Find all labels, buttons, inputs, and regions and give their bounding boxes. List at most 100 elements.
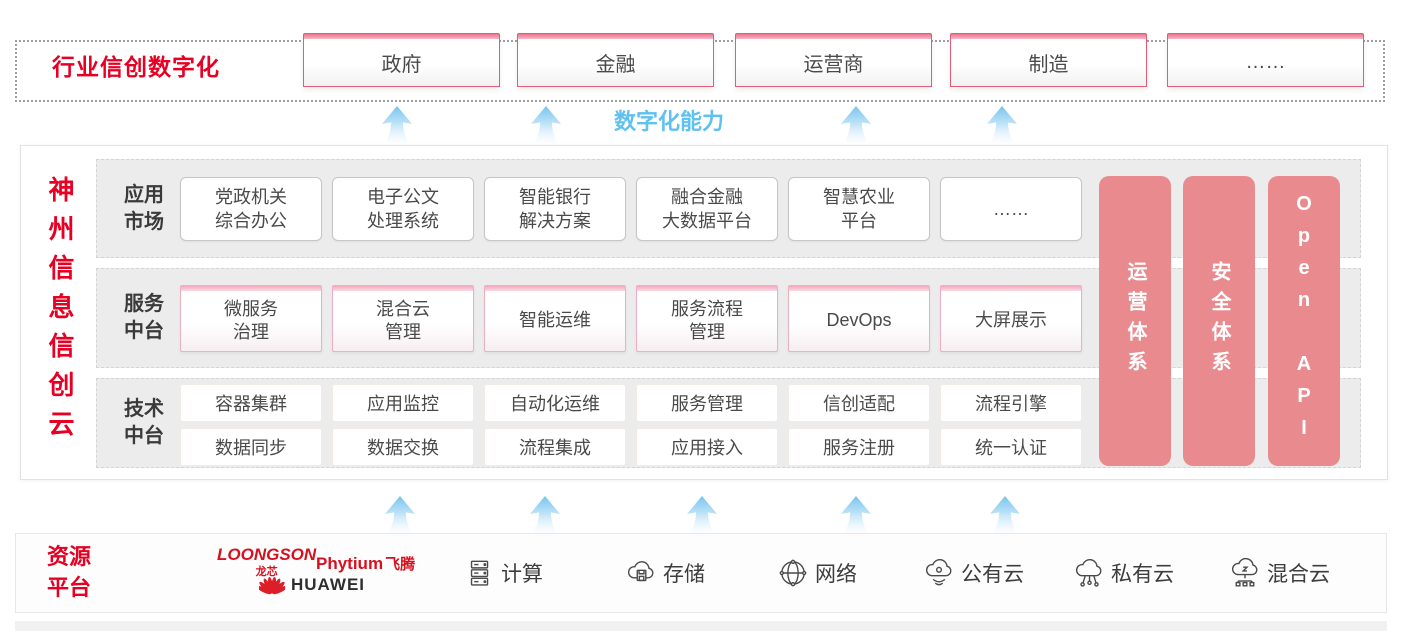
service-box-label: 大屏展示	[975, 310, 1047, 331]
industry-box-government: 政府	[303, 33, 500, 87]
tech-box: 统一认证	[940, 428, 1082, 466]
public-cloud-icon	[925, 558, 952, 586]
capability-label: 数字化能力	[614, 109, 725, 134]
service-box-top-strip	[333, 286, 473, 291]
pillar-operation-system: 运营体系	[1099, 176, 1171, 466]
platform-panel: 神州信息信创云 应用 市场 党政机关 综合办公 电子公文 处理系统 智能银行 解…	[20, 145, 1388, 480]
private-cloud-icon	[1075, 558, 1102, 587]
resource-item-public-cloud: 公有云	[923, 534, 1024, 612]
service-box-label: 混合云 管理	[376, 298, 430, 342]
tech-box: 信创适配	[788, 384, 930, 422]
industry-box-top-strip	[1167, 33, 1364, 39]
app-box: 党政机关 综合办公	[180, 177, 322, 241]
compute-icon	[470, 560, 489, 586]
industry-box-top-strip	[517, 33, 714, 39]
industry-box-finance: 金融	[517, 33, 714, 87]
app-box: 智能银行 解决方案	[484, 177, 626, 241]
up-arrow-icon	[384, 496, 416, 533]
pillar-security-system: 安全体系	[1183, 176, 1255, 466]
industry-box-more: ……	[1167, 33, 1364, 87]
service-box-label: 微服务 治理	[224, 298, 278, 342]
footer-divider	[15, 621, 1387, 631]
service-box-top-strip	[485, 286, 625, 291]
resource-layer: 资源 平台 LOONGSON 龙芯 Phytium 飞腾	[15, 533, 1387, 613]
huawei-flower-icon	[259, 577, 285, 595]
loongson-wordmark: LOONGSON	[217, 545, 317, 564]
industry-box-manufacturing: 制造	[950, 33, 1147, 87]
resource-item-label: 混合云	[1267, 563, 1330, 586]
resource-item-label: 存储	[663, 563, 705, 586]
resource-item-hybrid-cloud: 混合云	[1229, 534, 1330, 612]
resource-item-label: 公有云	[961, 563, 1024, 586]
resource-item-label: 计算	[501, 563, 543, 586]
service-box-top-strip	[181, 286, 321, 291]
loongson-logo: LOONGSON 龙芯	[217, 545, 316, 579]
resource-item-label: 私有云	[1111, 563, 1174, 586]
resource-item-compute: 计算	[463, 534, 543, 612]
app-box: 智慧农业 平台	[788, 177, 930, 241]
row-service-platform: 服务 中台 微服务 治理 混合云 管理 智能运维 服务流程 管理 DevOps	[96, 268, 1361, 368]
service-box: DevOps	[788, 285, 930, 352]
row-label: 技术 中台	[124, 398, 164, 447]
huawei-wordmark: HUAWEI	[291, 575, 365, 594]
service-box-top-strip	[941, 286, 1081, 291]
platform-title: 神州信息信创云	[45, 176, 75, 449]
tech-box: 应用监控	[332, 384, 474, 422]
tech-box: 服务注册	[788, 428, 930, 466]
industry-box-top-strip	[735, 33, 932, 39]
resource-item-network: 网络	[777, 534, 857, 612]
resource-item-private-cloud: 私有云	[1073, 534, 1174, 612]
phytium-wordmark: Phytium	[316, 553, 384, 573]
app-box-more: ……	[940, 177, 1082, 241]
huawei-logo: HUAWEI	[259, 573, 365, 597]
row-label: 应用 市场	[124, 183, 164, 233]
up-arrow-icon	[986, 106, 1018, 143]
tech-box: 自动化运维	[484, 384, 626, 422]
service-box-label: DevOps	[826, 310, 892, 331]
industry-box-label: 政府	[303, 39, 500, 87]
up-arrow-icon	[686, 496, 718, 533]
tech-box: 应用接入	[636, 428, 778, 466]
industry-layer-title: 行业信创数字化	[52, 54, 220, 80]
row-application-market: 应用 市场 党政机关 综合办公 电子公文 处理系统 智能银行 解决方案 融合金融…	[96, 159, 1361, 258]
service-box-top-strip	[637, 286, 777, 291]
tech-box: 容器集群	[180, 384, 322, 422]
up-arrow-icon	[530, 106, 562, 143]
tech-box: 数据交换	[332, 428, 474, 466]
phytium-logo: Phytium 飞腾	[316, 553, 415, 574]
service-box-label: 智能运维	[519, 310, 591, 331]
resource-layer-title: 资源 平台	[47, 544, 92, 600]
service-box: 混合云 管理	[332, 285, 474, 352]
up-arrow-icon	[840, 496, 872, 533]
service-box: 服务流程 管理	[636, 285, 778, 352]
loongson-cn-label: 龙芯	[255, 566, 278, 578]
pillar-open-api: Open API	[1268, 176, 1340, 466]
row-technology-platform: 技术 中台 容器集群 应用监控 自动化运维 服务管理 信创适配 流程引擎 数据同…	[96, 378, 1361, 468]
service-box: 智能运维	[484, 285, 626, 352]
industry-box-label: 制造	[950, 39, 1147, 87]
network-icon	[779, 559, 807, 587]
row-label: 服务 中台	[124, 293, 164, 342]
service-box-top-strip	[789, 286, 929, 291]
resource-item-label: 网络	[815, 563, 857, 586]
industry-box-top-strip	[950, 33, 1147, 39]
phytium-cn-label: 飞腾	[385, 556, 416, 573]
tech-box: 流程引擎	[940, 384, 1082, 422]
industry-box-label: 运营商	[735, 39, 932, 87]
storage-icon	[627, 561, 654, 582]
up-arrow-icon	[381, 106, 413, 143]
industry-box-operator: 运营商	[735, 33, 932, 87]
industry-box-label: 金融	[517, 39, 714, 87]
service-box: 大屏展示	[940, 285, 1082, 352]
tech-box: 服务管理	[636, 384, 778, 422]
hybrid-cloud-icon	[1231, 557, 1258, 587]
up-arrow-icon	[840, 106, 872, 143]
tech-box: 数据同步	[180, 428, 322, 466]
service-box-label: 服务流程 管理	[671, 298, 743, 342]
up-arrow-icon	[989, 496, 1021, 533]
app-box: 融合金融 大数据平台	[636, 177, 778, 241]
resource-item-storage: 存储	[625, 534, 705, 612]
up-arrow-icon	[529, 496, 561, 533]
service-box: 微服务 治理	[180, 285, 322, 352]
